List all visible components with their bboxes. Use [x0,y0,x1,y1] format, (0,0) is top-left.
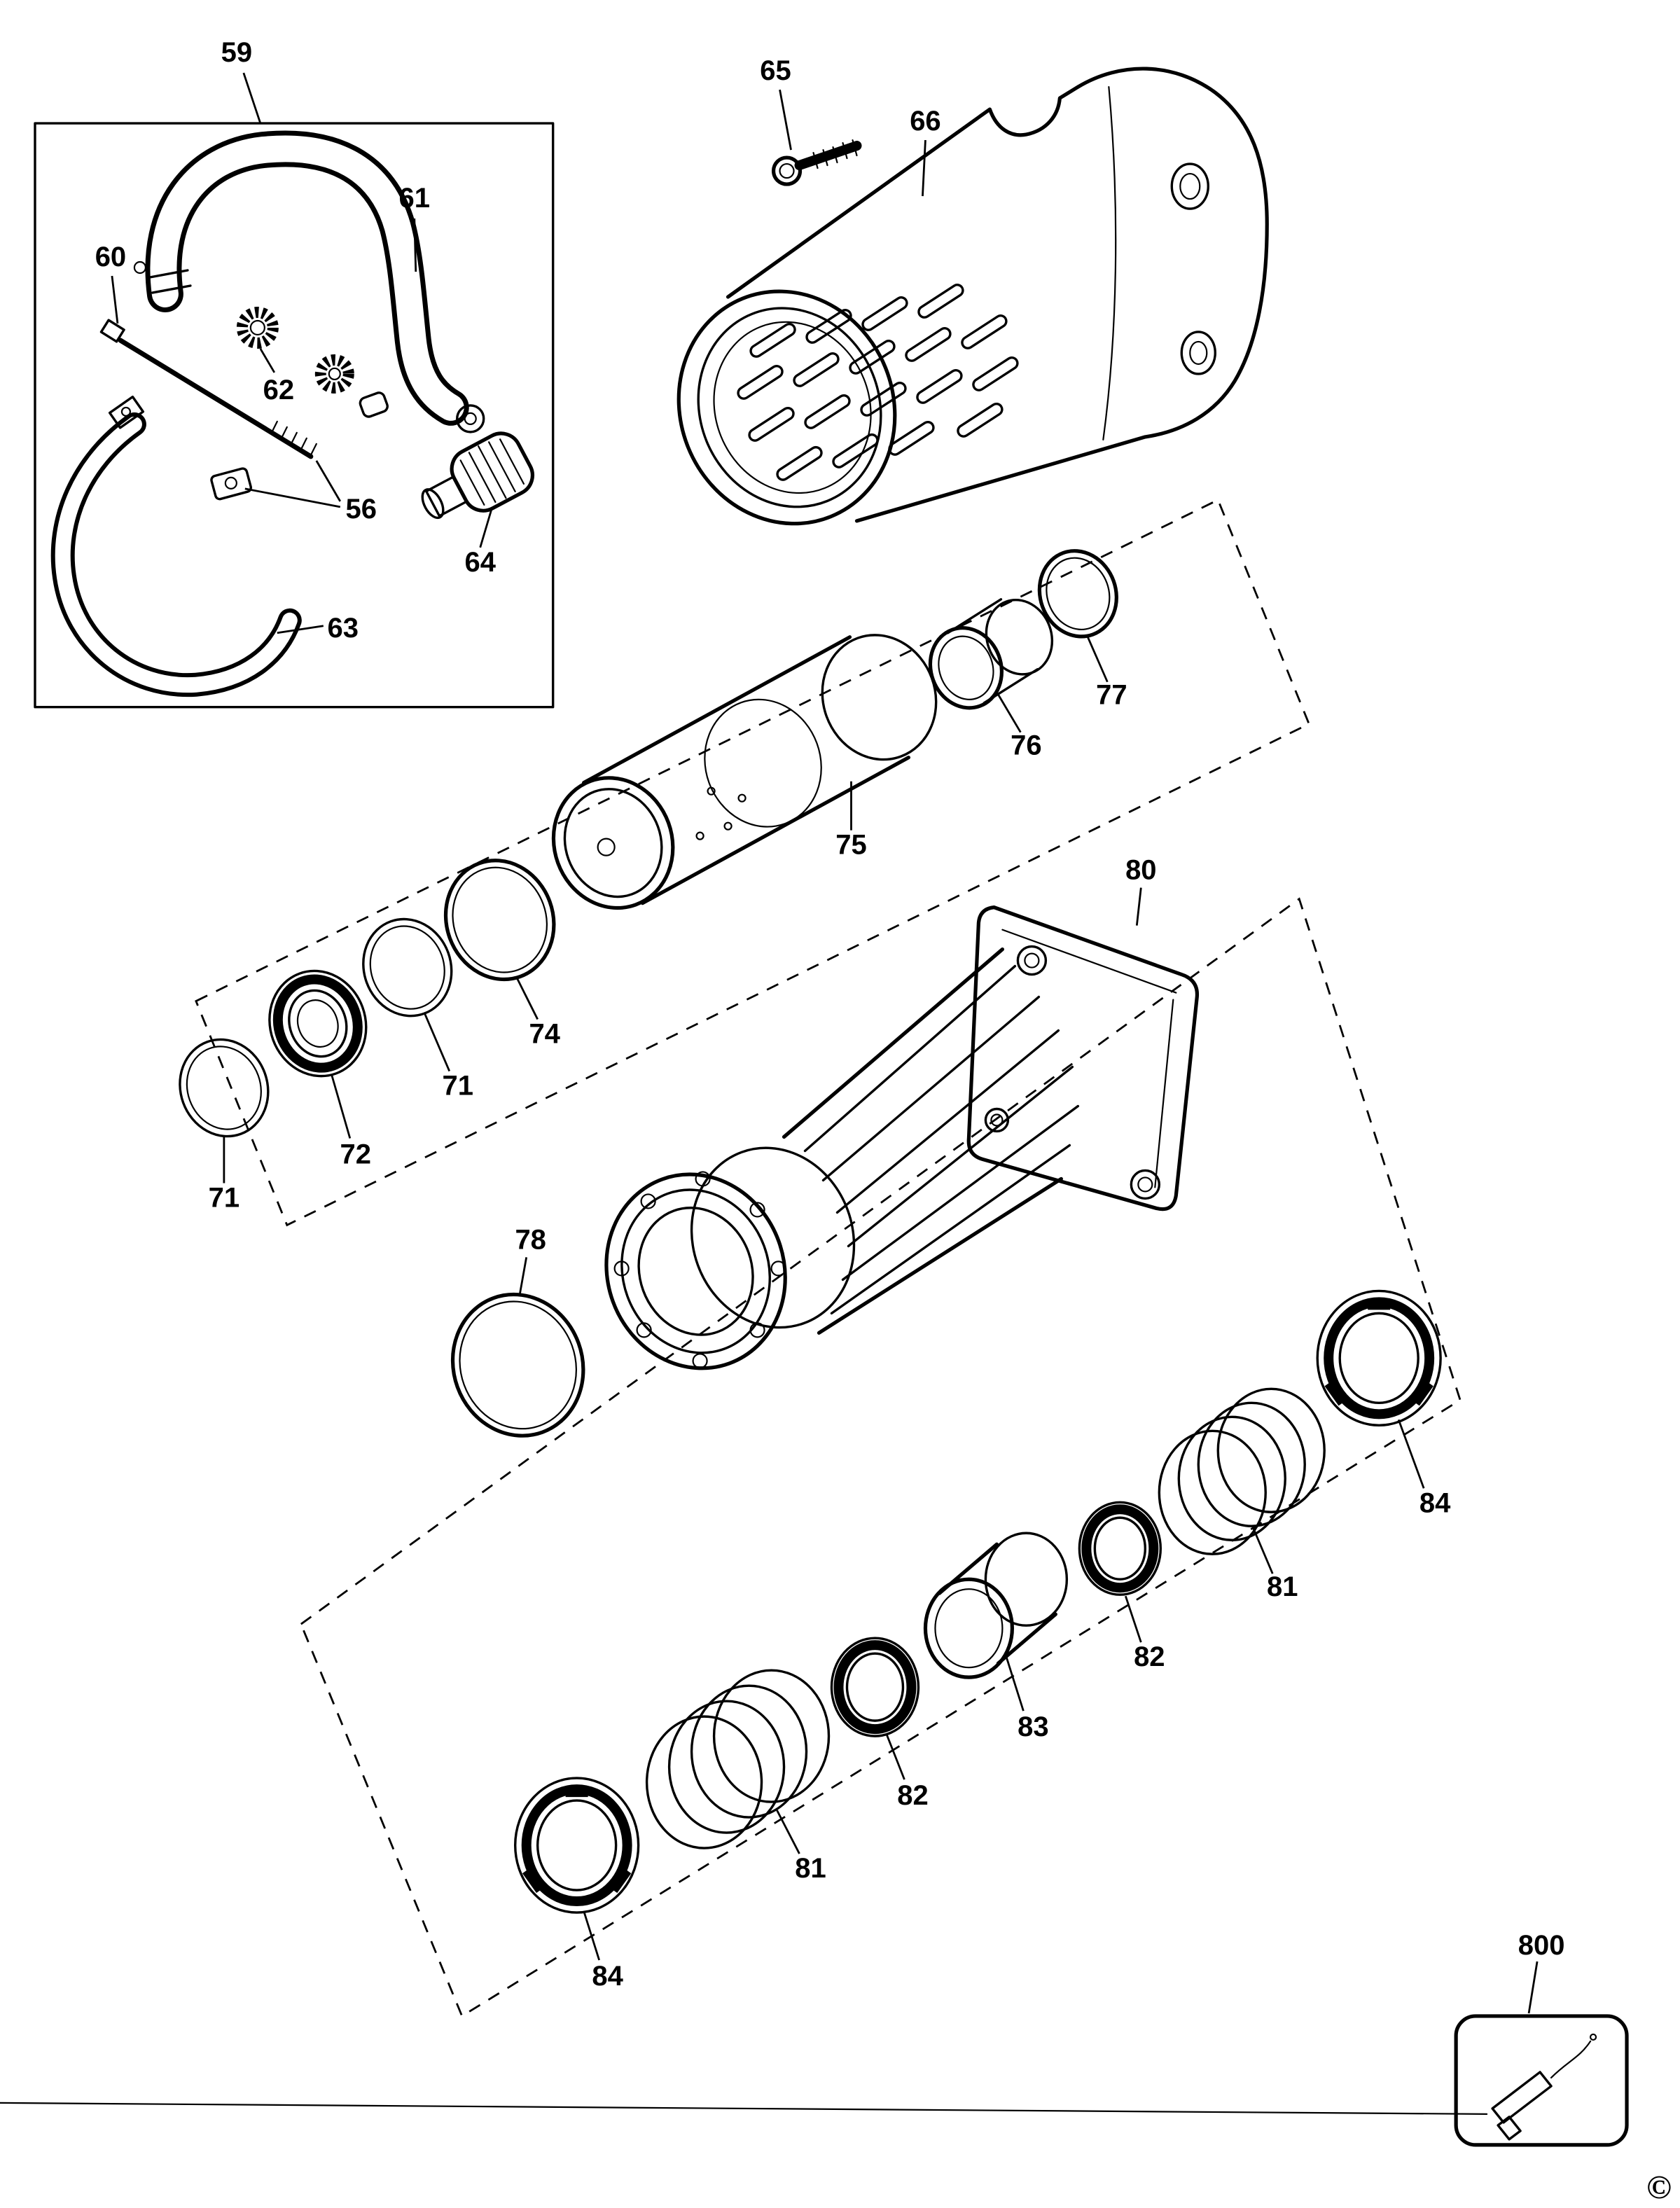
explosion-box-lower [300,897,1462,2018]
cylinder-75-drawing [551,634,938,910]
motor-housing-drawing [676,67,1269,526]
ring-82-left-drawing [830,1637,920,1737]
callout-84-left: 84 [592,1961,623,1992]
callout-84-right: 84 [1419,1487,1451,1518]
callout-56: 56 [346,494,377,525]
clamp-band-drawing [50,395,302,697]
callout-64: 64 [464,547,496,578]
retaining-ring-84-right-drawing [1316,1289,1442,1427]
callout-76: 76 [1011,730,1041,761]
handle-assembly-inset [34,122,555,709]
lubricant-icon [0,2033,1597,2141]
screw-drawing [771,139,862,186]
gear-housing-drawing [604,905,1199,1370]
lubricant-box [0,2014,1629,2147]
callout-75: 75 [835,830,866,861]
ring-74-drawing [443,859,556,982]
sleeve-76-drawing [928,598,1054,710]
callout-80: 80 [1125,855,1156,886]
callout-63: 63 [328,613,359,644]
lock-washers-drawing [236,306,389,418]
callout-60: 60 [95,242,126,272]
spring-81-left-drawing [645,1669,831,1849]
callout-71-left: 71 [209,1182,239,1213]
callout-labels: 59 60 61 62 56 64 63 65 66 77 76 75 80 7… [95,37,1672,2206]
ring-82-right-drawing [1078,1501,1162,1596]
callout-59: 59 [221,37,252,68]
callout-77: 77 [1096,680,1127,711]
callout-800: 800 [1518,1930,1565,1961]
callout-72: 72 [340,1139,371,1169]
callout-74: 74 [529,1019,560,1050]
side-handle-drawing [133,130,485,433]
callout-82-left: 82 [897,1780,928,1811]
o-ring-78-drawing [450,1292,585,1438]
callout-62: 62 [263,375,294,405]
vent-slots [737,284,1019,481]
callout-81-right: 81 [1267,1571,1298,1602]
knob-drawing [421,431,534,520]
explosion-box-upper [195,498,1311,1227]
spring-81-right-drawing [1158,1387,1326,1555]
callout-82-right: 82 [1134,1641,1165,1672]
copyright-symbol: © [1646,2169,1672,2206]
callout-71-upper: 71 [442,1071,473,1102]
callout-61: 61 [399,183,430,214]
bearing-72-drawing [268,969,368,1078]
o-ring-71-left-drawing [179,1038,270,1138]
callout-83: 83 [1018,1711,1048,1742]
callout-66: 66 [910,106,940,137]
callout-65: 65 [760,55,791,86]
sleeve-83-drawing [923,1532,1069,1679]
callout-78: 78 [515,1224,546,1255]
leader-lines [111,72,1539,2014]
callout-81-left: 81 [795,1853,826,1884]
o-ring-77-drawing [1037,549,1118,639]
retaining-ring-84-left-drawing [513,1777,640,1914]
handle-bolt-drawing [99,319,317,459]
